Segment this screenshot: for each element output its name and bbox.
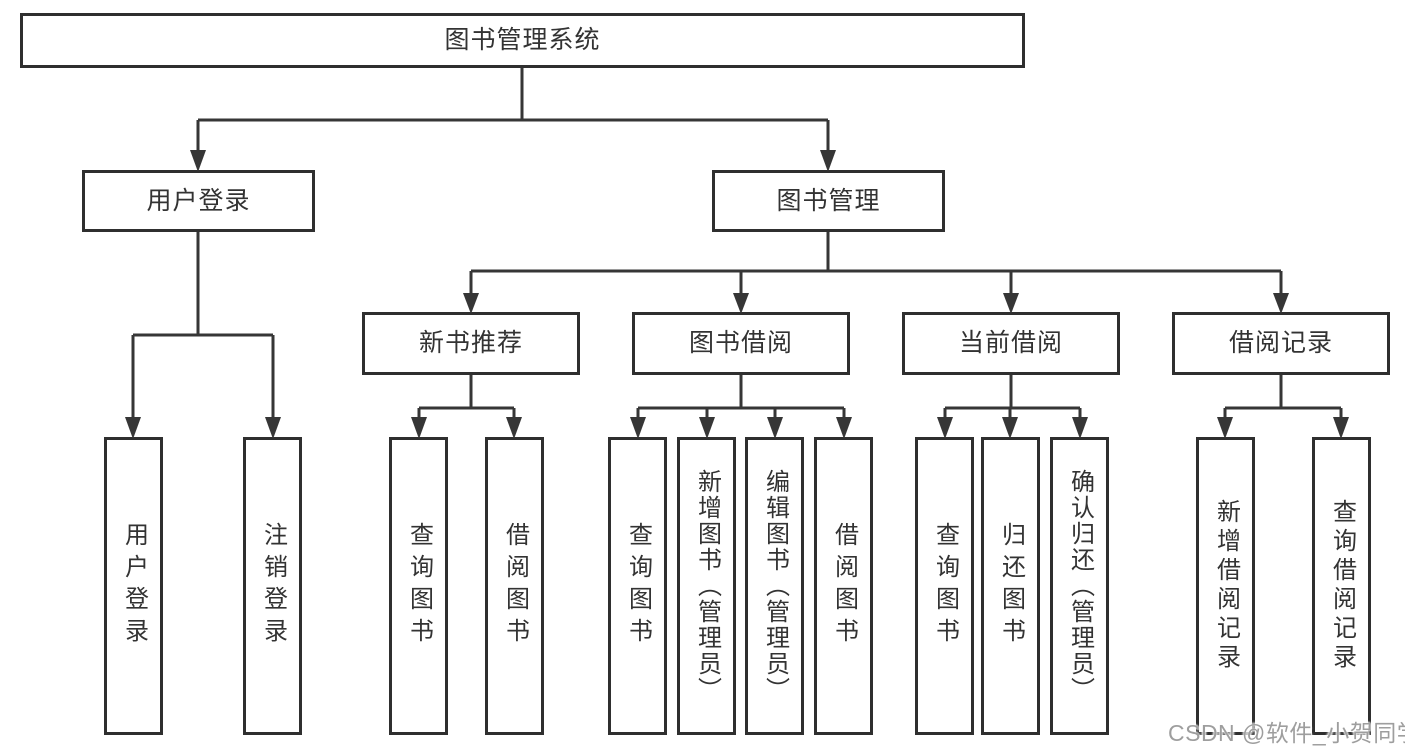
node-book-borrowing: 图书借阅 [632, 312, 850, 375]
leaf-query-borrow-record: 查询借阅记录 [1312, 437, 1371, 735]
node-label: 编辑图书（管理员） [761, 469, 789, 703]
node-label: 新增图书（管理员） [693, 469, 721, 703]
arrow-down-icon [1333, 417, 1349, 439]
node-label: 查询图书 [405, 522, 433, 650]
arrow-down-icon [1273, 293, 1289, 314]
leaf-return-books: 归还图书 [981, 437, 1040, 735]
node-user-login: 用户登录 [82, 170, 315, 232]
csdn-watermark: CSDN @软件_小贺同学 [1168, 720, 1405, 746]
node-label: 借阅图书 [501, 522, 529, 650]
arrow-down-icon [411, 417, 427, 439]
node-label: 用户登录 [146, 186, 251, 215]
arrow-down-icon [265, 417, 281, 439]
node-current-borrowing: 当前借阅 [902, 312, 1120, 375]
arrow-down-icon [1072, 417, 1088, 439]
node-label: 新书推荐 [418, 329, 523, 357]
arrow-down-icon [1217, 417, 1233, 439]
node-label: 当前借阅 [958, 329, 1063, 357]
leaf-add-books-admin: 新增图书（管理员） [677, 437, 736, 735]
node-label: 图书借阅 [688, 329, 793, 357]
leaf-recommend-borrow-books: 借阅图书 [485, 437, 544, 735]
arrow-down-icon [125, 417, 141, 439]
arrow-down-icon [630, 417, 646, 439]
leaf-borrowing-query-books: 查询图书 [608, 437, 667, 735]
node-book-management: 图书管理 [712, 170, 945, 232]
node-new-book-recommend: 新书推荐 [362, 312, 580, 375]
arrow-down-icon [463, 293, 479, 314]
node-label: 新增借阅记录 [1212, 499, 1240, 673]
arrow-down-icon [733, 293, 749, 314]
node-label: 图书管理系统 [444, 26, 601, 54]
leaf-confirm-return-admin: 确认归还（管理员） [1050, 437, 1109, 735]
node-label: 用户登录 [120, 522, 148, 650]
arrow-down-icon [820, 150, 836, 172]
leaf-logout-login: 注销登录 [243, 437, 302, 735]
arrow-down-icon [1002, 417, 1018, 439]
node-library-management-system: 图书管理系统 [20, 13, 1025, 68]
arrow-down-icon [506, 417, 522, 439]
arrow-down-icon [190, 150, 206, 172]
leaf-borrow-books: 借阅图书 [814, 437, 873, 735]
arrow-down-icon [699, 417, 715, 439]
leaf-add-borrow-record: 新增借阅记录 [1196, 437, 1255, 735]
arrow-down-icon [836, 417, 852, 439]
leaf-recommend-query-books: 查询图书 [389, 437, 448, 735]
node-label: 归还图书 [997, 522, 1025, 650]
leaf-current-query-books: 查询图书 [915, 437, 974, 735]
arrow-down-icon [1003, 293, 1019, 314]
leaf-edit-books-admin: 编辑图书（管理员） [745, 437, 804, 735]
node-label: 借阅记录 [1228, 329, 1333, 357]
node-label: 查询图书 [931, 522, 959, 650]
node-label: 确认归还（管理员） [1066, 469, 1094, 703]
node-label: 注销登录 [259, 522, 287, 650]
node-label: 查询图书 [624, 522, 652, 650]
node-borrowing-records: 借阅记录 [1172, 312, 1390, 375]
arrow-down-icon [767, 417, 783, 439]
leaf-user-login: 用户登录 [104, 437, 163, 735]
arrow-down-icon [937, 417, 953, 439]
node-label: 查询借阅记录 [1328, 499, 1356, 673]
node-label: 图书管理 [776, 186, 881, 215]
node-label: 借阅图书 [830, 522, 858, 650]
